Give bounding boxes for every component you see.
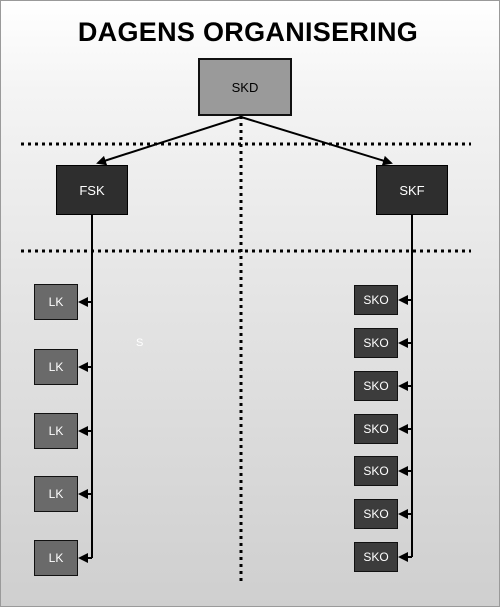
arrow-root-to-fsk [96,116,242,166]
node-sko: SKO [354,328,398,358]
node-fsk: FSK [56,165,128,215]
node-skf: SKF [376,165,448,215]
node-skd: SKD [198,58,292,116]
node-sko: SKO [354,499,398,529]
node-sko: SKO [354,371,398,401]
node-sko: SKO [354,414,398,444]
node-lk: LK [34,349,78,385]
node-sko: SKO [354,542,398,572]
diagram-title: DAGENS ORGANISERING [77,17,419,47]
node-sko: SKO [354,456,398,486]
stray-label: S [136,337,144,349]
node-lk: LK [34,540,78,576]
node-lk: LK [34,413,78,449]
node-lk: LK [34,284,78,320]
node-lk: LK [34,476,78,512]
arrow-root-to-skf [240,116,393,166]
node-sko: SKO [354,285,398,315]
